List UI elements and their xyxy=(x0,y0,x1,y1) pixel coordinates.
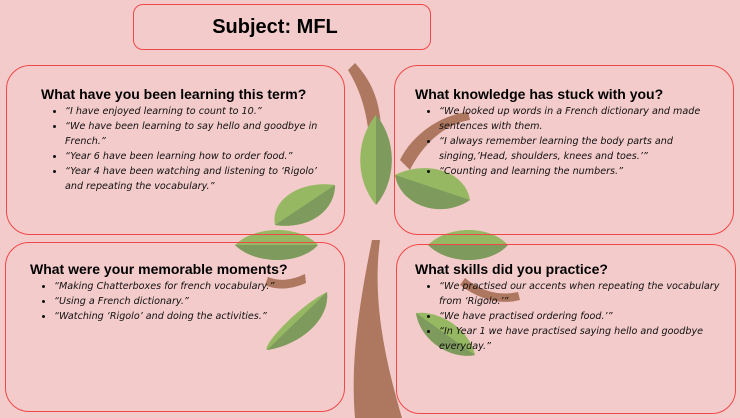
memorable-moments-panel: What were your memorable moments? “Makin… xyxy=(5,242,345,412)
leaf-icon xyxy=(428,230,508,260)
panel-heading: What were your memorable moments? xyxy=(30,261,288,277)
tree-branch xyxy=(400,112,470,170)
list-item: “We practised our accents when repeating… xyxy=(439,279,721,309)
learning-this-term-panel: What have you been learning this term? “… xyxy=(6,65,345,235)
list-item: “In Year 1 we have practised saying hell… xyxy=(439,324,721,354)
leaf-icon xyxy=(266,292,328,350)
title-box: Subject: MFL xyxy=(133,4,431,50)
list-item: “We have been learning to say hello and … xyxy=(65,119,330,149)
list-item: “Year 6 have been learning how to order … xyxy=(65,149,330,164)
leaf-icon xyxy=(395,168,470,210)
list-item: “I always remember learning the body par… xyxy=(439,134,719,164)
tree-trunk xyxy=(353,240,402,418)
list-item: “I have enjoyed learning to count to 10.… xyxy=(65,104,330,119)
list-item: “Using a French dictionary.” xyxy=(54,294,330,309)
page-title: Subject: MFL xyxy=(212,15,338,38)
panel-heading: What have you been learning this term? xyxy=(41,86,307,102)
list-item: “We have practised ordering food.’” xyxy=(439,309,721,324)
tree-branch xyxy=(265,274,306,289)
list-item: “Year 4 have been watching and listening… xyxy=(65,164,330,194)
list-item: “Counting and learning the numbers.” xyxy=(439,164,719,179)
leaf-icon xyxy=(360,115,392,205)
knowledge-panel: What knowledge has stuck with you? “We l… xyxy=(394,65,734,235)
list-item: “Watching ‘Rigolo’ and doing the activit… xyxy=(54,309,330,324)
list-item: “We looked up words in a French dictiona… xyxy=(439,104,719,134)
list-item: “Making Chatterboxes for french vocabula… xyxy=(54,279,330,294)
panel-heading: What knowledge has stuck with you? xyxy=(415,86,664,102)
leaf-icon xyxy=(235,230,318,260)
tree-branch xyxy=(460,278,520,302)
leaf-icon xyxy=(274,184,335,226)
leaf-icon xyxy=(416,312,475,356)
panel-heading: What skills did you practice? xyxy=(415,261,608,277)
skills-panel: What skills did you practice? “We practi… xyxy=(396,244,736,414)
